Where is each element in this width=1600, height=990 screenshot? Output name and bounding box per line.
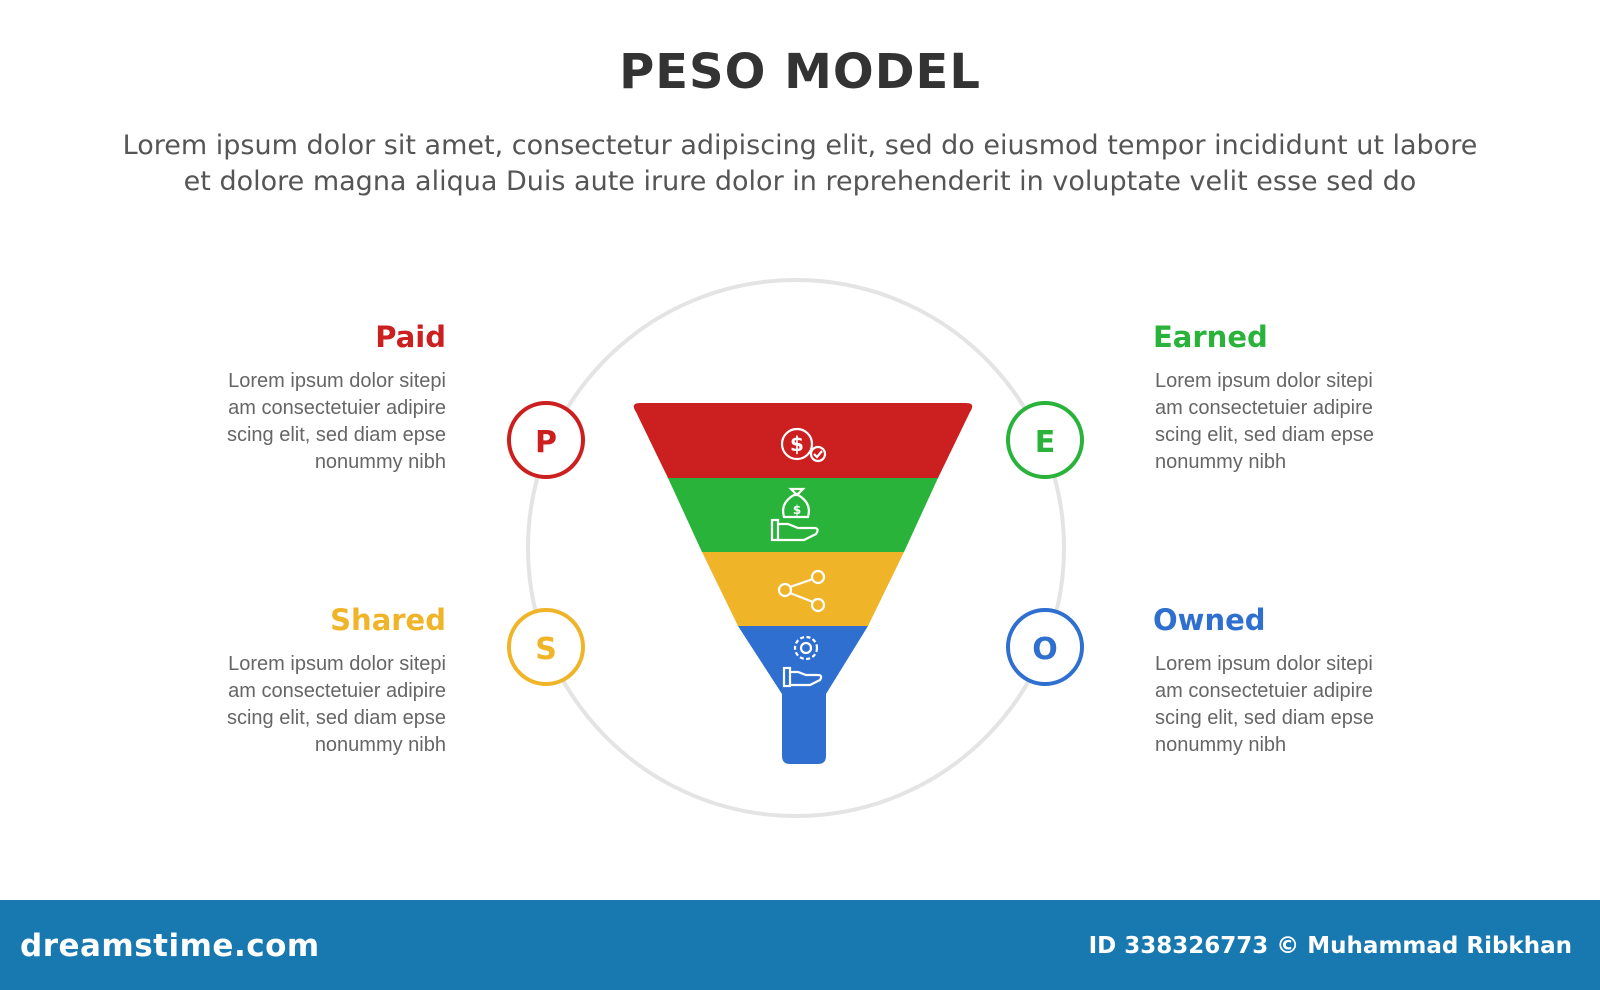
- paid-letter-circle: [507, 401, 585, 479]
- shared-letter: S: [535, 632, 557, 667]
- money-bag-hand-icon: $: [770, 487, 819, 542]
- paid-description: Lorem ipsum dolor sitepi am consectetuie…: [226, 370, 446, 473]
- page-subtitle: Lorem ipsum dolor sit amet, consectetur …: [60, 128, 1540, 200]
- funnel-layer-earned: [668, 478, 938, 552]
- page-title: PESO MODEL: [619, 44, 981, 100]
- earned-letter-circle: [1006, 401, 1084, 479]
- funnel-layer-owned: [738, 626, 868, 764]
- footer-band: dreamstime.com ID 338326773 © Muhammad R…: [0, 900, 1600, 990]
- outer-ring: [526, 278, 1066, 818]
- paid-letter: P: [535, 425, 557, 460]
- shared-description: Lorem ipsum dolor sitepi am consectetuie…: [226, 653, 446, 756]
- funnel-layer-shared: [702, 552, 904, 626]
- svg-text:$: $: [793, 503, 801, 517]
- earned-letter: E: [1035, 425, 1056, 460]
- svg-text:$: $: [790, 432, 804, 456]
- image-credit: ID 338326773 © Muhammad Ribkhan: [1088, 933, 1572, 959]
- brand-logo: dreamstime.com: [20, 928, 320, 964]
- earned-description: Lorem ipsum dolor sitepi am consectetuie…: [1155, 370, 1375, 473]
- paid-title: Paid: [375, 320, 446, 354]
- shared-title: Shared: [330, 603, 446, 637]
- shared-letter-circle: [507, 608, 585, 686]
- subtitle-line-2: et dolore magna aliqua Duis aute irure d…: [183, 166, 1417, 197]
- share-icon: [777, 569, 826, 613]
- owned-description: Lorem ipsum dolor sitepi am consectetuie…: [1155, 653, 1375, 756]
- subtitle-line-1: Lorem ipsum dolor sit amet, consectetur …: [122, 130, 1478, 161]
- owned-letter-circle: [1006, 608, 1084, 686]
- funnel-layer-paid: [633, 403, 973, 478]
- owned-letter: O: [1032, 632, 1058, 667]
- dollar-check-icon: $: [780, 427, 827, 463]
- owned-title: Owned: [1153, 603, 1266, 637]
- gear-hand-icon: [782, 635, 823, 688]
- earned-title: Earned: [1153, 320, 1268, 354]
